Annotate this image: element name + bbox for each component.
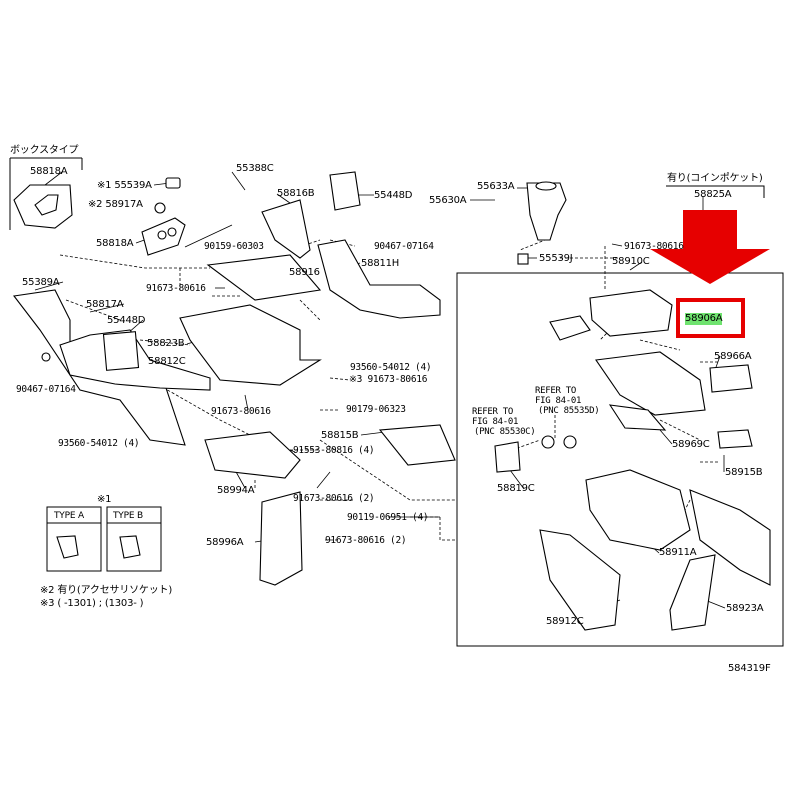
- part-90119: 90119-06951 (4): [347, 512, 429, 523]
- part-55630A: 55630A: [429, 195, 467, 206]
- part-55448D-top: [329, 171, 361, 211]
- legend-box-b: [106, 506, 162, 572]
- ref-left-pnc: (PNC 85530C): [474, 427, 536, 437]
- part-58915B: 58915B: [725, 467, 763, 478]
- part-58915B: [717, 429, 753, 449]
- part-55539A: ※1 55539A: [97, 180, 152, 191]
- legend-box-a: [46, 506, 102, 572]
- legend-note2: ※2 有り(アクセサリソケット): [40, 585, 173, 596]
- part-58966A: 58966A: [714, 351, 752, 362]
- part-58906A-callout: 58906A: [685, 313, 723, 325]
- part-58966A: [709, 364, 753, 393]
- part-58916: 58916: [289, 267, 320, 278]
- part-58815B: 58815B: [321, 430, 359, 441]
- part-58819C: 58819C: [497, 483, 535, 494]
- part-58912C: 58912C: [546, 616, 584, 627]
- clip-type-a: [56, 535, 79, 559]
- part-91553: 91553-80816 (4): [293, 445, 375, 456]
- legend-type-b: TYPE B: [113, 511, 143, 521]
- callout-arrow: [650, 210, 770, 284]
- part-58823B: 58823B: [147, 338, 185, 349]
- label-box-type: ボックスタイプ: [10, 145, 79, 156]
- part-58996A: [259, 491, 303, 586]
- part-90467-left: 90467-07164: [16, 384, 76, 395]
- part-58994A: 58994A: [217, 485, 255, 496]
- part-58906A-armrest: [589, 289, 673, 337]
- catalog-id: 584319F: [728, 663, 771, 674]
- part-58923A: 58923A: [726, 603, 764, 614]
- ref-right-fig: FIG 84-01: [535, 396, 582, 406]
- part-91673-d: 91673-80616 (2): [293, 493, 375, 504]
- callout-box: [676, 298, 745, 338]
- part-58816B: [261, 199, 311, 259]
- part-90467-mid: 90467-07164: [374, 241, 434, 252]
- part-console-body: [585, 469, 691, 551]
- part-58812C: 58812C: [148, 356, 186, 367]
- part-58910C: [595, 351, 706, 416]
- assembly-frame: [456, 272, 784, 647]
- part-58911A: 58911A: [659, 547, 697, 558]
- part-91673-a: 91673-80616: [146, 283, 206, 294]
- part-58815B: [378, 424, 456, 466]
- part-58969C: 58969C: [672, 439, 710, 450]
- label-coin-pocket: 有り(コインポケット): [667, 173, 763, 184]
- part-58819C: [494, 441, 521, 473]
- part-58911A: [689, 489, 771, 586]
- part-91673-c: 91673-80616: [211, 406, 271, 417]
- ref-left-refer: REFER TO: [472, 407, 513, 417]
- part-58823B: [179, 304, 322, 386]
- part-58818A-top: 58818A: [30, 166, 68, 177]
- part-55388C: 55388C: [236, 163, 274, 174]
- part-91673-e: 91673-80616 (2): [325, 535, 407, 546]
- part-55633A: 55633A: [477, 181, 515, 192]
- part-58816B: 58816B: [277, 188, 315, 199]
- legend-type-a: TYPE A: [54, 511, 84, 521]
- part-91673-b: ※3 91673-80616: [349, 374, 428, 385]
- part-55630A: [526, 182, 567, 241]
- ref-left-fig: FIG 84-01: [472, 417, 519, 427]
- part-58910C: 58910C: [612, 256, 650, 267]
- part-55448D-top: 55448D: [374, 190, 413, 201]
- part-58825A: 58825A: [694, 189, 732, 200]
- part-58917A: ※2 58917A: [88, 199, 143, 210]
- part-93560-left: 93560-54012 (4): [58, 438, 140, 449]
- part-55389A: 55389A: [22, 277, 60, 288]
- part-58994A: [204, 431, 301, 479]
- coin-pocket-bracket: [666, 185, 765, 198]
- legend-mark1: ※1: [97, 494, 112, 505]
- part-58817A: [12, 289, 186, 446]
- ref-right-pnc: (PNC 85535D): [538, 406, 600, 416]
- part-58996A: 58996A: [206, 537, 244, 548]
- ref-right-refer: REFER TO: [535, 386, 576, 396]
- part-58916: [206, 254, 322, 301]
- part-58817A: 58817A: [86, 299, 124, 310]
- part-90159: 90159-60303: [204, 241, 264, 252]
- part-58923A: [669, 554, 716, 631]
- clip-type-b: [119, 535, 141, 559]
- part-58912C: [539, 529, 621, 631]
- part-55448D: [102, 331, 140, 371]
- part-93560-mid: 93560-54012 (4): [350, 362, 432, 373]
- part-90179: 90179-06323: [346, 404, 406, 415]
- part-55448D: 55448D: [107, 315, 146, 326]
- part-58969C: [608, 404, 667, 431]
- part-55539J: 55539J: [539, 253, 573, 264]
- part-58811H: [317, 239, 441, 319]
- part-58818A: 58818A: [96, 238, 134, 249]
- part-58811H: 58811H: [361, 258, 400, 269]
- legend-note3: ※3 ( -1301) ; (1303- ): [40, 598, 144, 609]
- part-91673-f: 91673-80616: [624, 241, 684, 252]
